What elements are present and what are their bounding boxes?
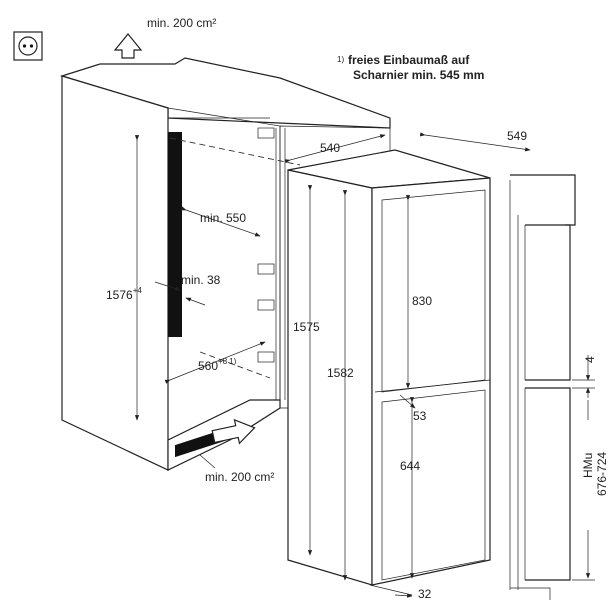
hmu-label: HMu	[581, 453, 595, 478]
upper-door-height-label: 830	[412, 294, 432, 308]
furniture-section	[509, 174, 576, 600]
door-total-height-label: 1582	[327, 366, 354, 380]
bottom-offset-label: 32	[418, 587, 432, 600]
airflow-in-arrow-icon	[211, 418, 256, 445]
airflow-up-arrow-icon	[113, 33, 143, 59]
footnote-line-1: freies Einbaumaß auf	[348, 53, 470, 67]
min-side-gap-label: min. 38	[181, 273, 221, 287]
hmu-range-label: 676-724	[595, 452, 609, 496]
lower-door-height-label: 644	[400, 459, 420, 473]
niche-depth-label: 540	[320, 141, 340, 155]
furniture-gap-label: 4	[583, 356, 597, 363]
bottom-ventilation-label: min. 200 cm²	[205, 470, 274, 484]
appliance	[287, 149, 491, 586]
top-ventilation-label: min. 200 cm²	[147, 16, 216, 30]
footnote: 1) freies Einbaumaß auf Scharnier min. 5…	[337, 53, 484, 82]
hinges	[257, 127, 275, 363]
niche-height-label: 1576+4	[106, 286, 142, 302]
upper-door	[381, 189, 486, 393]
min-width-label: min. 550	[200, 211, 246, 225]
door-gap-label: 53	[413, 409, 427, 423]
appliance-height-label: 1575	[293, 320, 320, 334]
lower-door	[381, 389, 486, 581]
footnote-line-2: Scharnier min. 545 mm	[353, 68, 484, 82]
footnote-marker: 1)	[337, 55, 344, 64]
appliance-depth-label: 549	[507, 129, 527, 143]
power-socket-icon	[13, 31, 43, 61]
